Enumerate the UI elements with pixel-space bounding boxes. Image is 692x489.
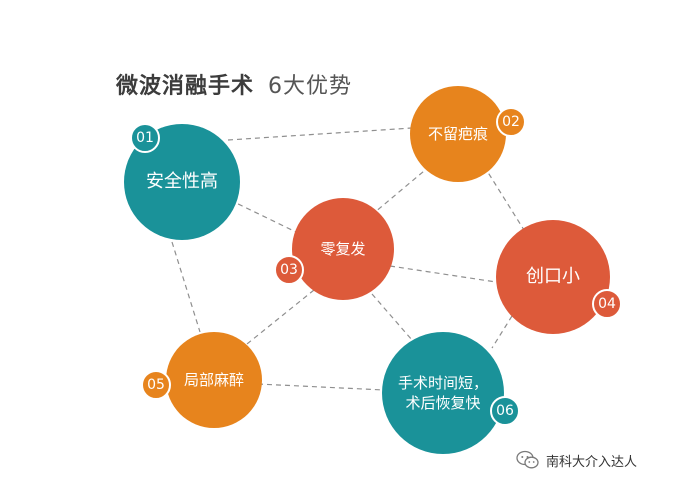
node-local-anesthesia: 局部麻醉: [166, 332, 262, 428]
wechat-icon: [516, 450, 539, 469]
watermark-text: 南科大介入达人: [546, 454, 638, 470]
diagram-title: 微波消融手术 6大优势: [116, 68, 352, 100]
node-label: 不留疤痕: [427, 124, 488, 143]
node-number-badge: 06: [490, 396, 520, 426]
link-03-06: [371, 293, 413, 341]
node-no-recurrence: 零复发: [292, 198, 394, 300]
node-number-badge: 01: [130, 123, 160, 153]
title-sub: 6大优势: [268, 74, 353, 99]
node-label-line1: 手术时间短，: [397, 373, 488, 392]
node-label: 安全性高: [146, 170, 218, 192]
link-02-04: [483, 165, 525, 231]
node-no-scar: 不留疤痕: [410, 86, 506, 182]
link-02-03: [367, 165, 431, 219]
node-quick-recovery: 手术时间短， 术后恢复快: [382, 332, 504, 454]
node-small-incision: 创口小: [496, 220, 610, 334]
link-04-06: [491, 315, 513, 349]
node-number-badge: 04: [592, 289, 622, 319]
node-label-line2: 术后恢复快: [405, 394, 481, 412]
node-label: 零复发: [320, 239, 366, 258]
link-01-02: [227, 127, 413, 141]
link-03-04: [389, 265, 497, 283]
node-label: 局部麻醉: [183, 370, 244, 389]
node-label: 创口小: [526, 265, 580, 287]
node-number-badge: 03: [274, 255, 304, 285]
watermark: 南科大介入达人: [516, 450, 637, 470]
node-number-badge: 05: [141, 370, 171, 400]
link-01-03: [229, 199, 297, 233]
link-05-06: [257, 383, 385, 391]
link-03-05: [241, 289, 315, 349]
link-01-05: [171, 241, 201, 333]
title-main: 微波消融手术: [116, 74, 255, 99]
node-number-badge: 02: [496, 107, 526, 137]
